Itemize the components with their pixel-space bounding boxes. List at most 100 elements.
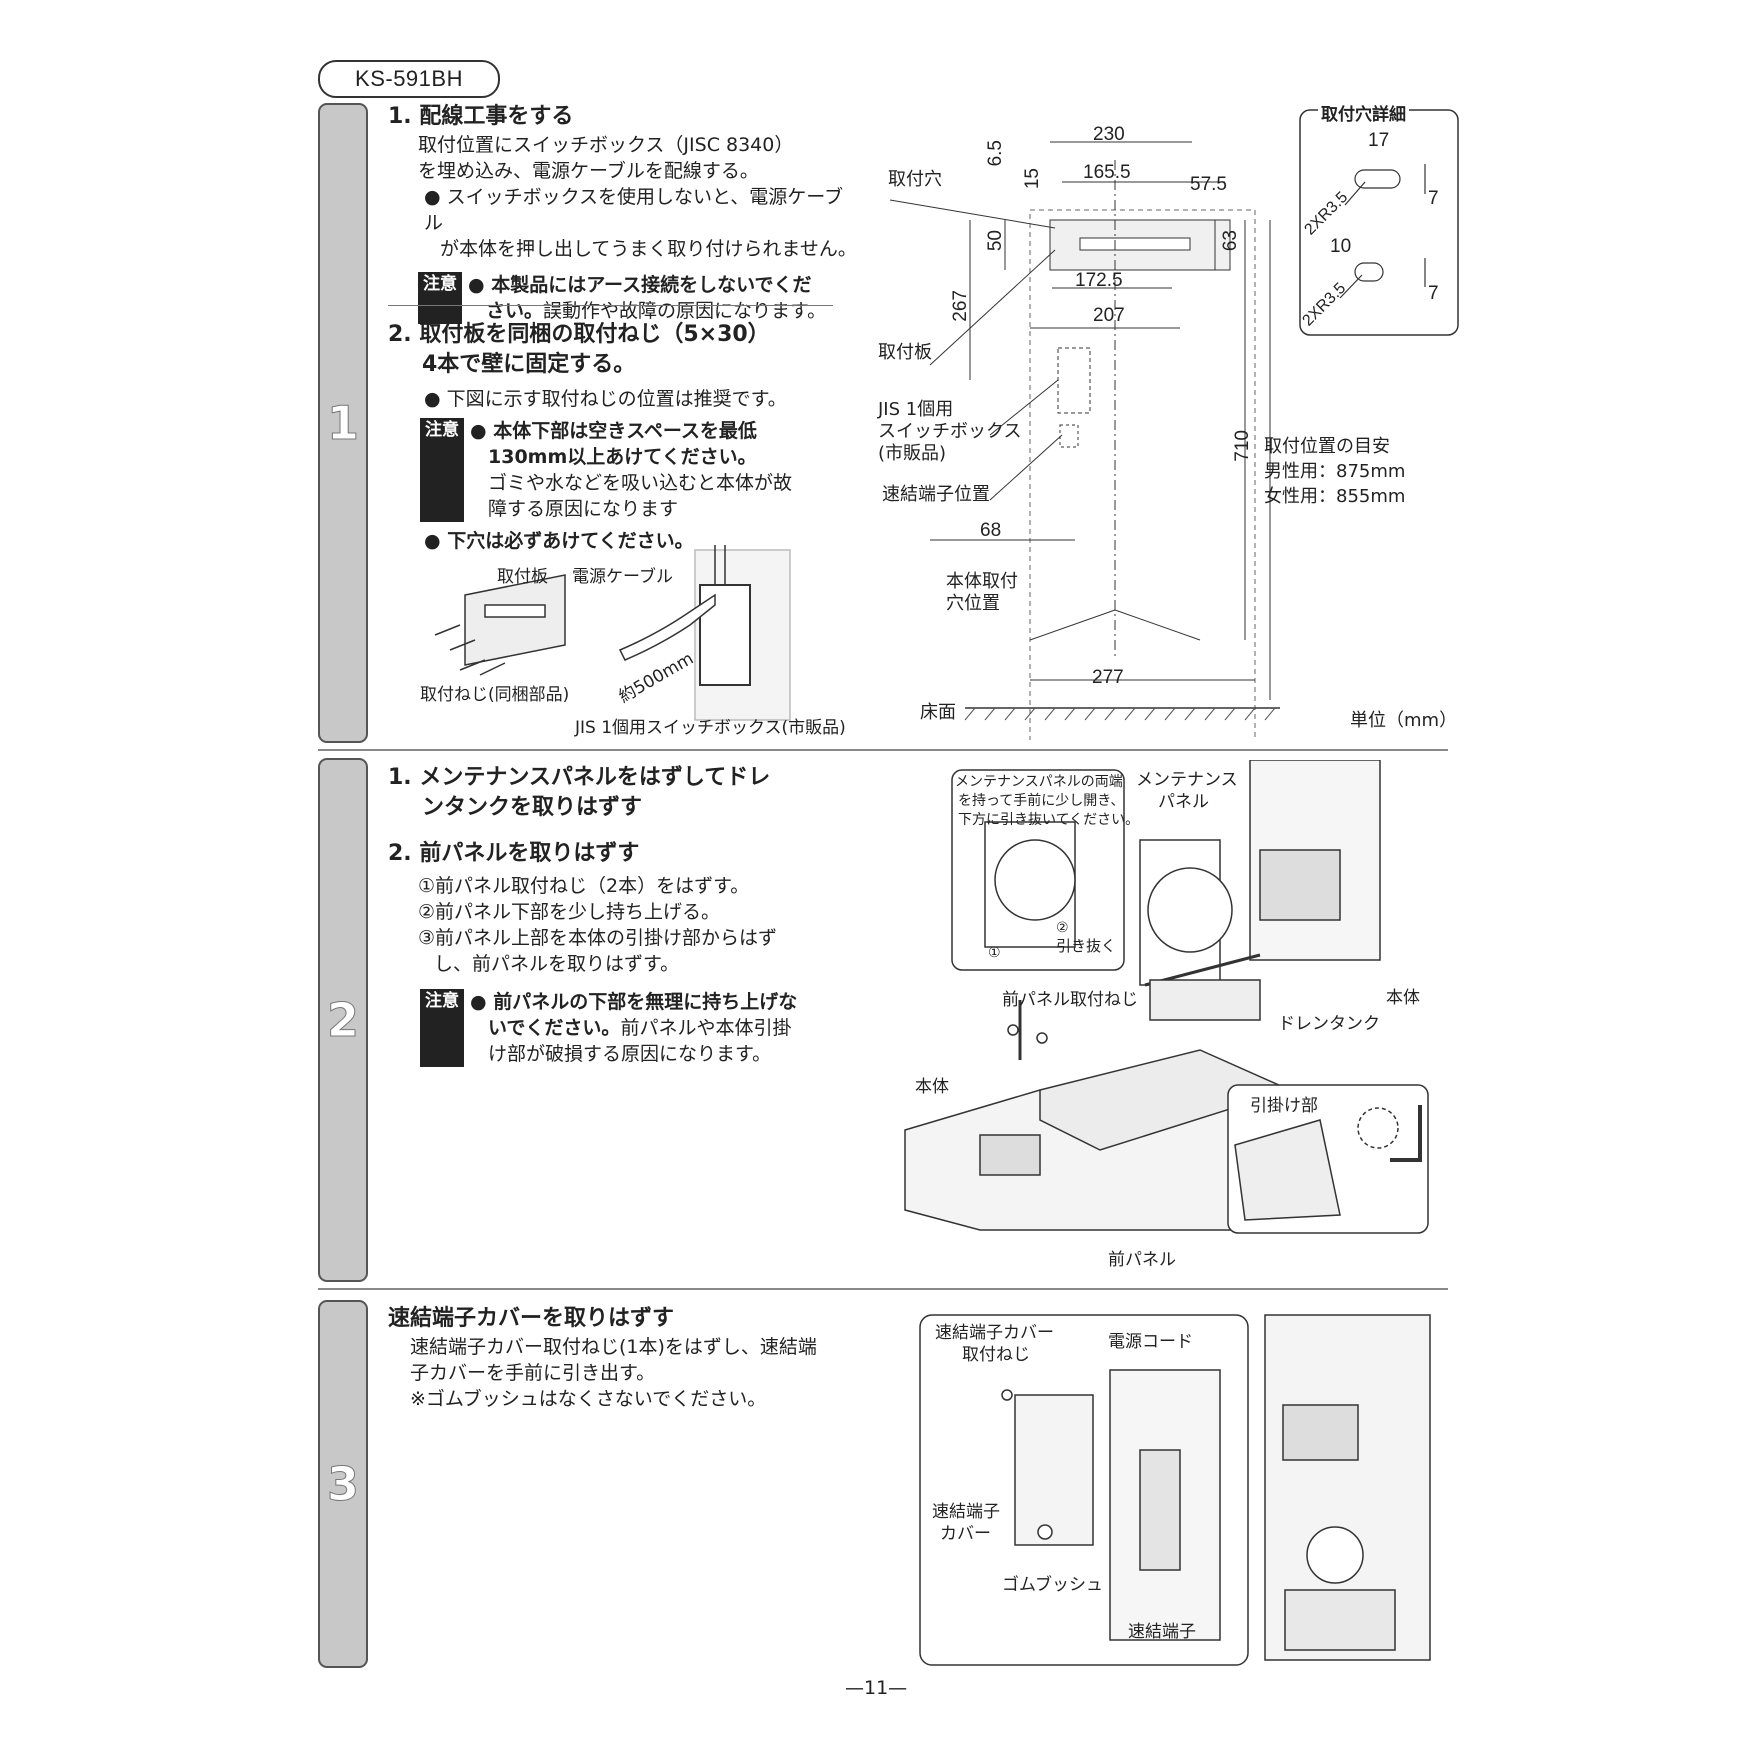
figure-label: 取付板 <box>497 567 548 587</box>
section1-step2: 2. 取付板を同梱の取付ねじ（5×30） 4本で壁に固定する。 ● 下図に示す取… <box>388 320 858 554</box>
figure-label: 前パネル <box>1108 1250 1176 1270</box>
body-text: 取付位置にスイッチボックス（JISC 8340） <box>418 134 794 156</box>
step-title: 4本で壁に固定する。 <box>422 352 636 377</box>
body-text: ②前パネル下部を少し持ち上げる。 <box>418 901 721 923</box>
bullet-text: ● 下図に示す取付ねじの位置は推奨です。 <box>424 388 787 410</box>
section-tab-3: 3 <box>318 1300 368 1668</box>
caution-text: ● 本製品にはアース接続をしないでくだ <box>468 274 812 296</box>
dim-label: 10 <box>1330 236 1352 257</box>
detail-title: 取付穴詳細 <box>1318 105 1409 125</box>
caution-block: 注意 ● 本体下部は空きスペースを最低 130mm以上あけてください。 ゴミや水… <box>420 418 858 522</box>
figure-label: ① <box>988 945 1001 961</box>
dim-label: 710 <box>1232 430 1253 462</box>
figure-label: ドレンタンク <box>1278 1014 1380 1034</box>
caution-text: いでください。 <box>488 1017 621 1039</box>
figure-label: ② <box>1056 920 1069 936</box>
callout-text: 下方に引き抜いてください。 <box>958 812 1140 828</box>
body-text: ※ゴムブッシュはなくさないでください。 <box>410 1388 767 1410</box>
section1-text: 1. 配線工事をする 取付位置にスイッチボックス（JISC 8340） を埋め込… <box>388 102 858 324</box>
body-text: ①前パネル取付ねじ（2本）をはずす。 <box>418 875 750 897</box>
dim-label: 57.5 <box>1190 174 1227 195</box>
step-title: ンタンクを取りはずす <box>422 795 643 820</box>
unit-label: 単位（mm） <box>1350 710 1458 731</box>
drawing-label: 速結端子位置 <box>882 484 990 505</box>
drawing-label: 穴位置 <box>946 593 1000 614</box>
dim-label: 172.5 <box>1075 270 1123 291</box>
body-text: を埋め込み、電源ケーブルを配線する。 <box>418 160 759 182</box>
bullet-text: ● 下穴は必ずあけてください。 <box>424 530 694 552</box>
drawing-label: 床面 <box>920 702 956 723</box>
caution-text: 誤動作や故障の原因になります。 <box>543 300 827 322</box>
dim-label: 15 <box>1022 168 1043 190</box>
dim-label: 165.5 <box>1083 162 1131 183</box>
section-divider <box>318 749 1448 751</box>
model-badge: KS-591BH <box>318 60 500 98</box>
figure-label: パネル <box>1158 792 1209 812</box>
figure-label: 電源ケーブル <box>572 567 673 587</box>
drawing-label: (市販品) <box>878 443 947 464</box>
caution-text: 障する原因になります <box>488 498 679 520</box>
figure-label: 前パネル取付ねじ <box>1002 990 1138 1010</box>
figure-label: 引掛け部 <box>1250 1096 1318 1116</box>
bullet-text: ● スイッチボックスを使用しないと、電源ケーブル <box>424 186 844 234</box>
guide-male: 男性用：875mm <box>1264 461 1406 482</box>
figure-label: 取付ねじ(同梱部品) <box>420 685 570 705</box>
dim-label: 63 <box>1220 230 1241 252</box>
dim-label: 7 <box>1428 188 1439 209</box>
section-tab-1: 1 <box>318 103 368 743</box>
figure-label: 速結端子 <box>932 1502 1000 1522</box>
dimension-drawing <box>889 109 1459 740</box>
guide-title: 取付位置の目安 <box>1264 436 1390 457</box>
dim-label: 267 <box>950 290 971 322</box>
terminal-cover-figure <box>919 1314 1431 1666</box>
section3-text: 速結端子カバーを取りはずす 速結端子カバー取付ねじ(1本)をはずし、速結端 子カ… <box>388 1304 858 1412</box>
figure-label: 引き抜く <box>1056 937 1117 955</box>
drawing-label: 本体取付 <box>946 571 1018 592</box>
caution-text: 前パネルや本体引掛 <box>620 1017 792 1039</box>
body-text: 子カバーを手前に引き出す。 <box>410 1362 656 1384</box>
callout-text: を持って手前に少し開き、 <box>958 793 1125 809</box>
figure-label: 本体 <box>1386 988 1420 1008</box>
dim-label: 17 <box>1368 130 1390 151</box>
figure-label: JIS 1個用スイッチボックス(市販品) <box>575 718 846 738</box>
model-number: KS-591BH <box>355 66 463 91</box>
bullet-text: が本体を押し出してうまく取り付けられません。 <box>440 238 857 260</box>
caution-text: さい。 <box>486 300 544 322</box>
drawing-label: 取付穴 <box>888 169 942 190</box>
tab-number: 3 <box>326 1457 359 1512</box>
caution-block: 注意 ● 本製品にはアース接続をしないでくだ さい。誤動作や故障の原因になります… <box>418 272 858 324</box>
caution-text: ● 前パネルの下部を無理に持ち上げな <box>470 991 798 1013</box>
figure-label: メンテナンス <box>1136 770 1238 790</box>
caution-text: 130mm以上あけてください。 <box>488 446 757 468</box>
dim-label: 230 <box>1093 124 1125 145</box>
caution-text: ゴミや水などを吸い込むと本体が故 <box>488 472 793 494</box>
dim-label: 6.5 <box>985 140 1006 167</box>
dim-label: 68 <box>980 520 1002 541</box>
mounting-figure <box>434 545 791 721</box>
caution-label: 注意 <box>420 418 464 522</box>
figure-label: 速結端子 <box>1128 1622 1196 1642</box>
callout-text: メンテナンスパネルの両端 <box>955 774 1123 790</box>
step-title: 速結端子カバーを取りはずす <box>388 1306 675 1331</box>
section2-text: 1. メンテナンスパネルをはずしてドレ ンタンクを取りはずす 2. 前パネルを取… <box>388 763 858 1067</box>
drawing-label: スイッチボックス <box>878 421 1022 442</box>
dim-label: 207 <box>1093 305 1125 326</box>
figure-label: ゴムブッシュ <box>1002 1575 1103 1595</box>
figure-label: 本体 <box>915 1077 949 1097</box>
step-title: 1. 配線工事をする <box>388 104 574 129</box>
panel-removal-figure <box>904 760 1429 1234</box>
step-title: 2. 前パネルを取りはずす <box>388 841 640 866</box>
dim-label: 277 <box>1092 667 1124 688</box>
dim-label: 50 <box>985 230 1006 252</box>
drawing-label: 取付板 <box>878 342 932 363</box>
step-divider <box>388 305 833 306</box>
figure-label: 取付ねじ <box>962 1345 1030 1365</box>
body-text: し、前パネルを取りはずす。 <box>434 953 680 975</box>
tab-number: 2 <box>326 993 359 1048</box>
body-text: ③前パネル上部を本体の引掛け部からはず <box>418 927 778 949</box>
figure-label: 電源コード <box>1108 1332 1193 1352</box>
body-text: 速結端子カバー取付ねじ(1本)をはずし、速結端 <box>410 1336 817 1358</box>
section-tab-2: 2 <box>318 758 368 1282</box>
caution-label: 注意 <box>420 989 464 1067</box>
step-title: 1. メンテナンスパネルをはずしてドレ <box>388 765 771 790</box>
